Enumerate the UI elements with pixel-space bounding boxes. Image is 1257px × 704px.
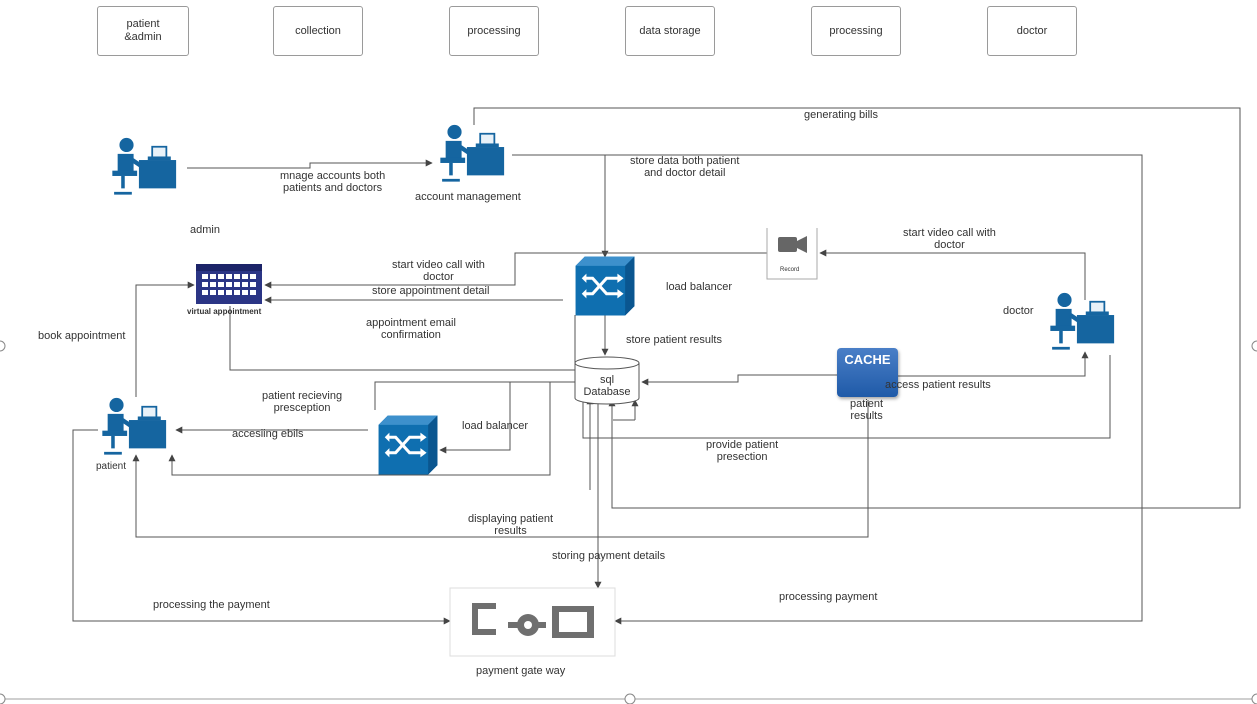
edge-email-confirmation [229,306,575,371]
virtual-appointment-label: virtual appointment [187,307,262,316]
edge-provide-prescription [582,355,1111,439]
edge-cache-to-db [641,374,837,386]
label-access-patient-results: access patient results [885,379,991,391]
edge-book-appointment [135,281,195,397]
label-generating-bills: generating bills [804,109,878,121]
edge-processing-the-payment [72,429,451,625]
lane-patient-admin: patient &admin [97,6,189,56]
admin-label: admin [190,224,220,236]
label-video-call-doctor: start video call with doctor [903,227,996,251]
database-icon [574,356,640,405]
label-patient-results: patient results [850,398,884,422]
edge-db-to-lb2 [439,382,511,454]
edge-lb2-to-patient [168,382,551,476]
calendar-icon [196,264,262,304]
right-handle[interactable] [1251,340,1257,352]
label-store-appointment: store appointment detail [372,285,490,297]
edge-displaying-results [132,400,869,538]
load-balancer-top-icon [576,257,635,316]
patient-label: patient [96,461,127,472]
label-store-patient-results: store patient results [626,334,722,346]
edge-generating-bills [473,107,1241,509]
bottom-handle[interactable] [624,693,636,704]
bottom-left-handle[interactable] [0,693,6,704]
label-email-confirmation: appointment email confirmation [366,317,456,341]
label-accessing-ebills: accesiing ebils [232,428,304,440]
label-displaying-results: displaying patient results [468,513,554,537]
patient-figure-icon [102,397,167,455]
edge-video-call-doctor [819,249,1086,300]
label-video-call-appointment: start video call with doctor [392,259,485,283]
edge-video-call-appointment [264,252,767,289]
edge-patient-receiving [374,381,575,410]
cache-node: CACHE [837,348,898,397]
record-node [766,228,818,280]
edge-store-data [512,154,609,258]
label-processing-the-payment: processing the payment [153,599,270,611]
record-label: Record [780,267,800,273]
left-handle[interactable] [0,340,6,352]
payment-gateway-label: payment gate way [476,665,566,677]
lane-collection: collection [273,6,363,56]
load-balancer-bottom-icon [379,416,438,475]
label-processing-payment: processing payment [779,591,878,603]
payment-gateway-node [449,587,616,657]
edge-manage-accounts [187,159,433,169]
account-management-figure-icon [440,124,505,182]
lane-doctor: doctor [987,6,1077,56]
bottom-right-handle[interactable] [1251,693,1257,704]
doctor-figure-icon [1050,292,1115,350]
label-patient-receiving: patient recieving presception [262,390,343,414]
lane-data-storage: data storage [625,6,715,56]
edge-processing-payment [605,154,1143,625]
load-balancer-top-label: load balancer [666,281,733,293]
label-manage-accounts: mnage accounts both patients and doctors [280,170,386,194]
label-book-appointment: book appointment [38,330,126,342]
load-balancer-bottom-label: load balancer [462,420,529,432]
edge-access-patient-results [898,351,1089,377]
doctor-label: doctor [1003,305,1034,317]
database-label: sql Database [583,374,631,398]
account-management-label: account management [415,191,521,203]
label-store-data: store data both patient and doctor detai… [630,155,740,179]
lane-processing-1: processing [449,6,539,56]
label-storing-payment: storing payment details [552,550,666,562]
label-provide-prescription: provide patient presection [706,439,779,463]
lane-processing-2: processing [811,6,901,56]
admin-figure-icon [112,137,177,195]
